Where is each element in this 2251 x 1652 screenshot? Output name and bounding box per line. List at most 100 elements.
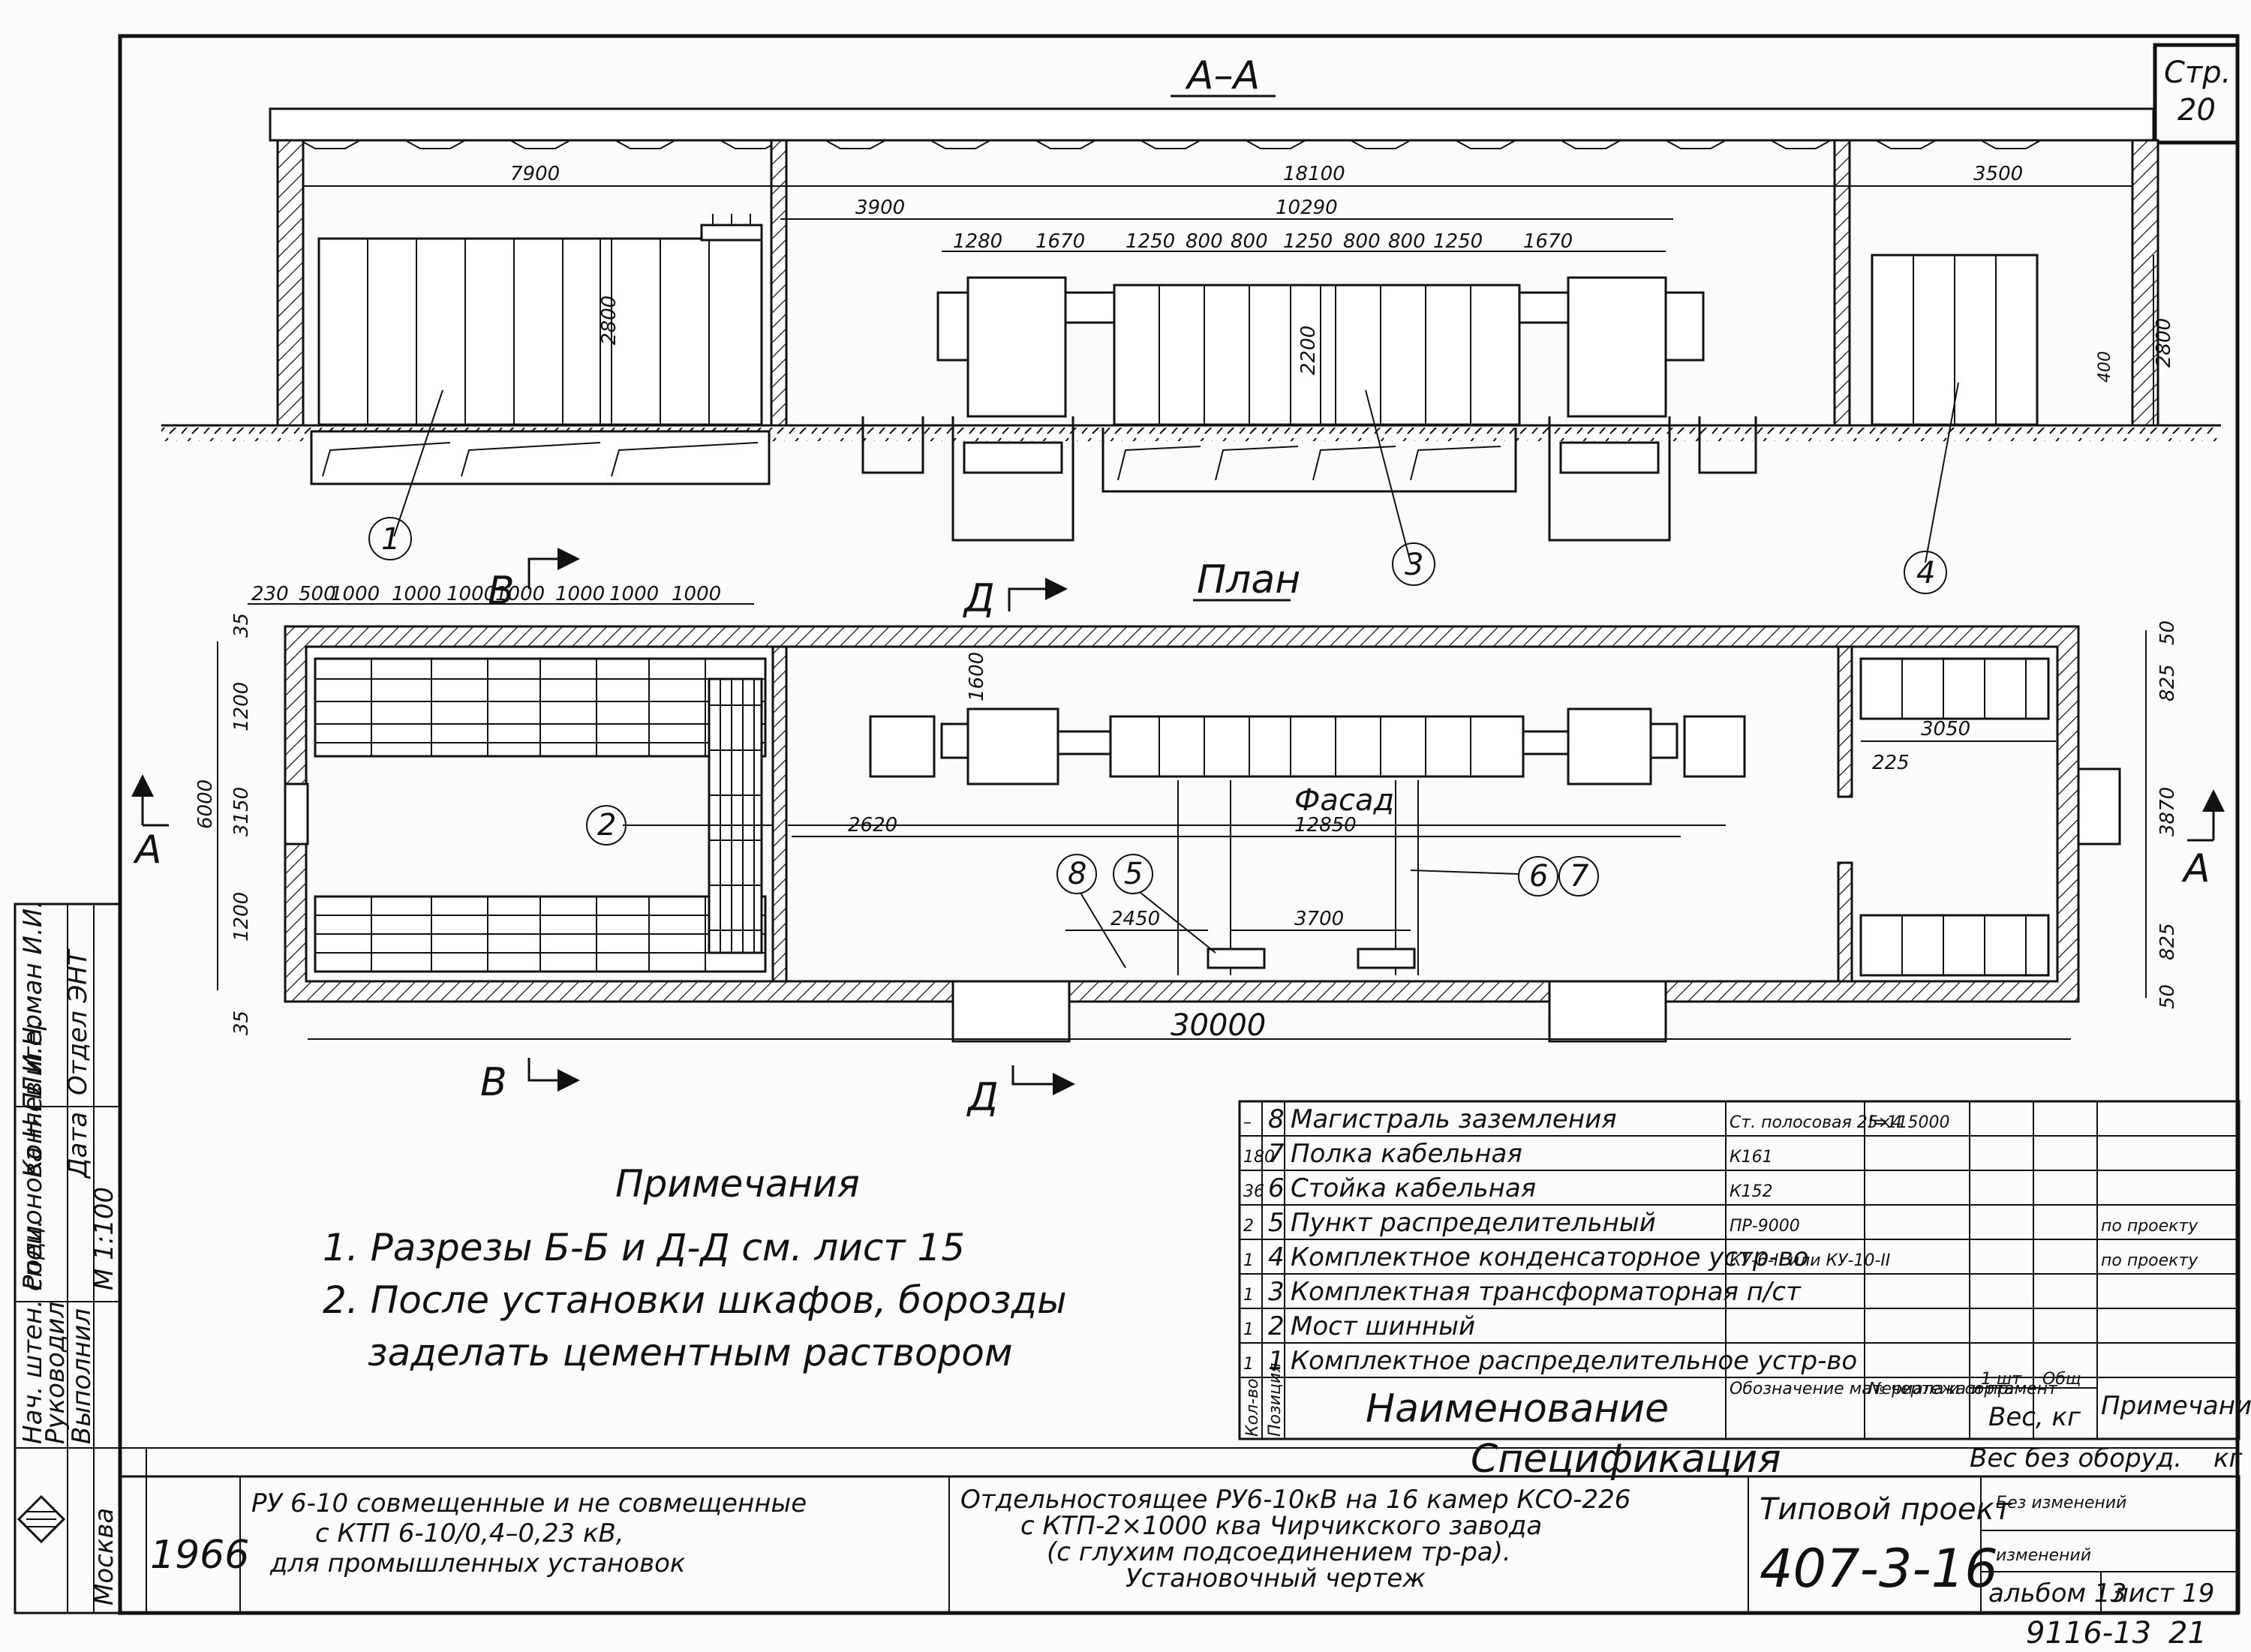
spec-head-pos: Позиция [1266,1362,1285,1437]
tb-names-1: Коняев И.Н. [18,1019,48,1178]
page-number: 20 [2177,93,2216,128]
spec-cell-extra: l=115000 [1868,1113,1950,1132]
page-label: Стр. [2164,56,2231,90]
plan-dim-225: 225 [1872,752,1910,774]
section-title: А–А [1185,53,1260,98]
plan-dim-30000: 30000 [1171,1008,1266,1043]
tb-sheet-title-1: с КТП-2×1000 ква Чирчикского завода [1020,1511,1542,1541]
tb-series-title-0: РУ 6-10 совмещенные и не совмещенные [251,1488,807,1518]
dim-row-item: 800 [1186,230,1223,253]
plan-dim-1600: 1600 [966,652,988,701]
tb-album: альбом 13 [1988,1578,2126,1608]
wall-left [276,139,305,427]
section-a-a: А–А [161,53,2221,621]
plan-dimensions [217,603,2147,1040]
plan-partition-1 [771,645,788,983]
spec-cell-qty: – [1243,1113,1252,1132]
ktp-section [861,276,1757,542]
spec-head-weight: Вес, кг [1988,1402,2081,1432]
callout-3-label: 3 [1405,548,1423,582]
tb-project-number: 407-3-16 [1760,1538,1998,1599]
plan-dim-1200a: 1200 [230,682,253,731]
plan-dim-50b: 50 [2156,984,2179,1009]
spec-cell-name: Комплектная трансформаторная п/ст [1291,1277,1802,1307]
tb-city: Москва [89,1508,119,1605]
notes-block: Примечания 1. Разрезы Б-Б и Д-Д см. лист… [323,1162,1067,1374]
spec-cell-note: по проекту [2101,1217,2198,1236]
dim-row-item: 800 [1343,230,1381,253]
callout-2 [586,805,627,846]
plan-dim-825a: 825 [2156,664,2179,701]
callout-5 [1113,854,1153,894]
dim-row-item: 1670 [1035,230,1085,253]
plan-door-2 [1548,980,1667,1043]
tb-project-label: Типовой проект [1760,1492,2013,1527]
dim-row-item: 800 [1231,230,1268,253]
wall-mid2 [1833,139,1851,427]
spec-table [1238,1100,2240,1440]
dim-3900: 3900 [855,197,905,219]
tb-series-title-2: для промышленных установок [269,1548,686,1578]
tb-role-0: Нач. штен. спец. [18,1219,48,1444]
roof-panels [270,140,2153,149]
capacitor-section [1871,254,2039,426]
spec-head-name: Наименование [1366,1386,1669,1431]
tb-date-label: Дата [63,1112,93,1179]
spec-head-qty: Кол-во [1243,1378,1262,1437]
spec-cell-pos: 1 [1268,1346,1285,1376]
tb-change-1: Без изменений [1996,1494,2126,1512]
tb-change-2: изменений [1996,1546,2091,1565]
spec-cell-pos: 6 [1268,1173,1285,1203]
spec-cell-material: ПР-9000 [1730,1217,1800,1236]
dim-18100: 18100 [1283,163,1345,185]
callout-3 [1392,542,1435,586]
tb-sheet-title-0: Отдельностоящее РУ6-10кВ на 16 камер КСО… [960,1485,1630,1515]
spec-cell-pos: 2 [1268,1311,1285,1341]
spec-cell-name: Полка кабельная [1291,1139,1522,1169]
spec-cell-qty: 1 [1243,1286,1254,1305]
dim-row-item: 1280 [953,230,1002,253]
cut-mark-a-left: А [133,828,162,873]
plan-switchgear [314,657,767,973]
spec-cell-material: К152 [1730,1182,1773,1201]
dim-row-item: 1670 [1523,230,1573,253]
switchgear-section [310,214,771,485]
plan-ktp [788,707,1746,975]
tb-names-0: Лигерман И.И. [18,900,48,1097]
plan-facade-label: Фасад [1294,783,1394,818]
spec-cell-material: К161 [1730,1148,1773,1167]
spec-cell-name: Стойка кабельная [1291,1173,1536,1203]
spec-cell-pos: 8 [1268,1104,1285,1134]
spec-head-weight-total: Общ [2042,1370,2081,1389]
plan-title: План [1197,557,1300,602]
notes-line-3: заделать цементным раствором [368,1331,1013,1374]
spec-head-drawing: № чертежа и пр. [1868,1380,2014,1398]
dim-400: 400 [2096,351,2114,383]
spec-cell-name: Магистраль заземления [1291,1104,1617,1134]
plan-view: План [131,557,2225,1120]
callout-5-label: 5 [1124,857,1143,891]
tb-sheet-title-3: Установочный чертеж [1126,1563,1426,1593]
plan-dim-35b: 35 [230,1011,253,1035]
dim-2200: 2200 [1297,326,1320,375]
plan-dim-825b: 825 [2156,923,2179,960]
plan-dim-3150: 3150 [230,787,253,837]
spec-cell-qty: 2 [1243,1217,1254,1236]
spec-cell-name: Комплектное конденсаторное устр-во [1291,1242,1809,1272]
callout-4-label: 4 [1916,556,1935,590]
callout-8 [1056,854,1097,894]
bottom-stamp-page: 21 [2168,1616,2207,1650]
title-block [14,903,2240,1614]
dim-row-equipment: 1280 1670 1250 800 800 1250 800 800 1250… [953,230,1573,253]
spec-cell-name: Комплектное распределительное устр-во [1291,1346,1857,1376]
plan-capacitors [1859,657,2050,977]
cut-mark-v-top: В [488,569,515,614]
notes-line-2: 2. После установки шкафов, борозды [323,1278,1067,1322]
spec-cell-qty: 1 [1243,1355,1254,1374]
spec-title: Спецификация [1471,1437,1781,1482]
plan-top-dim: 1000 [446,583,496,605]
spec-cell-pos: 3 [1268,1277,1285,1307]
spec-cell-qty: 1 [1243,1320,1254,1339]
cut-mark-a-right: А [2181,846,2210,891]
